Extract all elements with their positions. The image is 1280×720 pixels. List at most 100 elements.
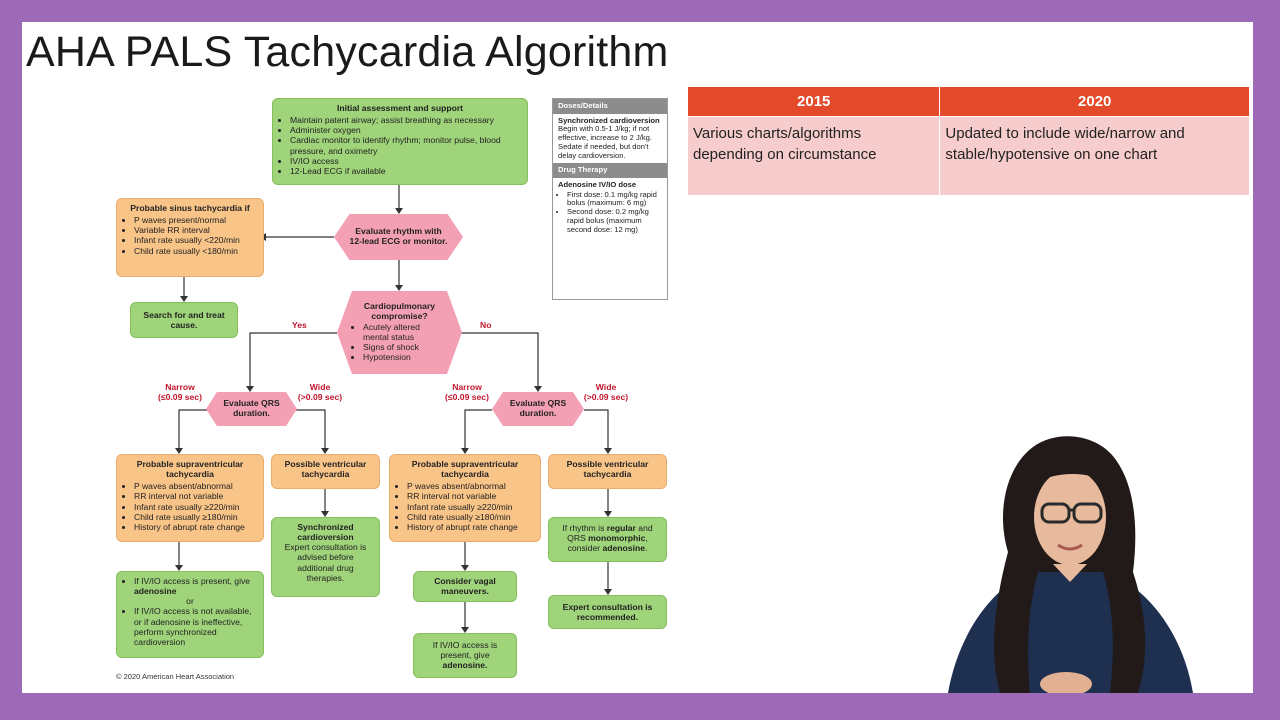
expert-consultation-box: Expert consultation is recommended. — [548, 595, 667, 629]
svt-item: History of abrupt rate change — [407, 522, 534, 532]
search-treat-text: Search for and treat cause. — [143, 310, 225, 331]
vt-text: Possible ventricular tachycardia — [566, 459, 649, 480]
svt-item: P waves absent/abnormal — [134, 481, 257, 491]
search-treat-box: Search for and treat cause. — [130, 302, 238, 338]
iv-left-or: or — [186, 596, 194, 607]
regular-p4: monomorphic — [588, 533, 646, 544]
vt-box-left: Possible ventricular tachycardia — [271, 454, 380, 489]
wide-value: (>0.09 sec) — [583, 391, 629, 402]
table-header-cell: 2020 — [939, 86, 1250, 117]
narrow-label-right: Narrow (≤0.09 sec) — [437, 382, 497, 403]
sync-dose-section: Synchronized cardioversion Begin with 0.… — [553, 114, 667, 164]
drug-therapy-header: Drug Therapy — [553, 163, 667, 179]
regular-monomorphic-box: If rhythm is regular and QRS monomorphic… — [548, 517, 667, 562]
no-label: No — [480, 320, 492, 330]
narrow-text: Narrow — [165, 382, 195, 392]
yes-label: Yes — [292, 320, 307, 330]
svt-item: Infant rate usually ≥220/min — [407, 502, 534, 512]
iv-mid-a: If IV/IO access is present, give — [432, 640, 498, 661]
svt-item: Infant rate usually ≥220/min — [134, 502, 257, 512]
evaluate-qrs-hexagon-left: Evaluate QRS duration. — [206, 392, 297, 426]
svt-item: Child rate usually ≥180/min — [407, 512, 534, 522]
initial-item: IV/IO access — [290, 156, 521, 166]
regular-p1: If rhythm is — [562, 523, 607, 533]
sync-dose-title: Synchronized cardioversion — [558, 115, 660, 125]
initial-item: Administer oxygen — [290, 125, 521, 135]
regular-p3: and QRS — [567, 523, 653, 544]
sync-title: Synchronized cardioversion — [297, 522, 354, 543]
sinus-item: Variable RR interval — [134, 225, 257, 235]
table-cell: Various charts/algorithms depending on c… — [686, 116, 941, 196]
iv-adenosine-box-left: If IV/IO access is present, give adenosi… — [116, 571, 264, 658]
sync-cardioversion-box: Synchronized cardioversion Expert consul… — [271, 517, 380, 597]
sync-dose-body: Begin with 0.5-1 J/kg; if not effective,… — [558, 124, 652, 160]
evaluate-rhythm-text: Evaluate rhythm with 12-lead ECG or moni… — [349, 226, 448, 246]
svt-box-left: Probable supraventricular tachycardia P … — [116, 454, 264, 542]
adenosine-section: Adenosine IV/IO dose First dose: 0.1 mg/… — [553, 178, 667, 237]
evaluate-qrs-text: Evaluate QRS duration. — [509, 398, 567, 418]
vt-box-right: Possible ventricular tachycardia — [548, 454, 667, 489]
iv-left-a1: If IV/IO access is present, give — [134, 576, 251, 586]
table-cell: Updated to include wide/narrow and stabl… — [939, 116, 1250, 196]
evaluate-qrs-text: Evaluate QRS duration. — [223, 398, 280, 418]
wide-text: Wide — [595, 382, 617, 392]
narrow-label-left: Narrow (≤0.09 sec) — [150, 382, 210, 403]
iv-left-a2: adenosine — [134, 586, 177, 597]
cardio-item: Hypotension — [363, 352, 446, 363]
svt-item: History of abrupt rate change — [134, 522, 257, 532]
initial-assessment-box: Initial assessment and support Maintain … — [272, 98, 528, 185]
table-header-row: 2015 2020 — [686, 86, 1250, 117]
svt-item: RR interval not variable — [134, 491, 257, 501]
adenosine-item: Second dose: 0.2 mg/kg rapid bolus (maxi… — [567, 207, 662, 234]
evaluate-qrs-hexagon-right: Evaluate QRS duration. — [492, 392, 584, 426]
table-row: Various charts/algorithms depending on c… — [686, 116, 1250, 196]
expert-text: Expert consultation is recommended. — [562, 602, 653, 623]
sinus-item: Child rate usually <180/min — [134, 246, 257, 256]
vt-text: Possible ventricular tachycardia — [284, 459, 367, 480]
initial-assessment-title: Initial assessment and support — [336, 103, 464, 113]
slide: AHA PALS Tachycardia Algorithm — [22, 22, 1253, 693]
comparison-table: 2015 2020 Various charts/algorithms depe… — [686, 86, 1250, 196]
adenosine-item: First dose: 0.1 mg/kg rapid bolus (maxim… — [567, 190, 662, 208]
sinus-item: Infant rate usually <220/min — [134, 235, 257, 245]
narrow-value: (≤0.09 sec) — [158, 391, 202, 402]
wide-label-left: Wide (>0.09 sec) — [292, 382, 348, 403]
copyright-text: © 2020 American Heart Association — [116, 672, 235, 681]
narrow-value: (≤0.09 sec) — [445, 391, 489, 402]
flowchart-connectors — [175, 185, 612, 633]
presenter-video — [948, 436, 1193, 693]
cardiopulmonary-hexagon: Cardiopulmonary compromise? Acutely alte… — [337, 291, 462, 374]
doses-header: Doses/Details — [553, 99, 667, 114]
slide-title: AHA PALS Tachycardia Algorithm — [26, 28, 669, 76]
cardio-item: Acutely altered mental status — [363, 322, 446, 343]
iv-adenosine-box-mid: If IV/IO access is present, give adenosi… — [413, 633, 517, 678]
regular-p6: adenosine — [602, 543, 645, 554]
vagal-maneuvers-box: Consider vagal maneuvers. — [413, 571, 517, 602]
regular-p7: . — [645, 543, 648, 554]
vagal-text: Consider vagal maneuvers. — [434, 576, 496, 597]
wide-text: Wide — [309, 382, 331, 392]
wide-value: (>0.09 sec) — [297, 391, 343, 402]
iv-left-item-a: If IV/IO access is present, give adenosi… — [134, 576, 257, 596]
iv-mid-b: adenosine. — [442, 660, 488, 671]
regular-p2: regular — [606, 523, 636, 533]
svt-item: RR interval not variable — [407, 491, 534, 501]
svt-title: Probable supraventricular tachycardia — [411, 459, 519, 480]
initial-item: Maintain patent airway; assist breathing… — [290, 115, 521, 125]
cardio-item: Signs of shock — [363, 342, 446, 353]
sinus-title: Probable sinus tachycardia if — [130, 203, 250, 213]
svt-box-right: Probable supraventricular tachycardia P … — [389, 454, 541, 542]
svt-title: Probable supraventricular tachycardia — [136, 459, 244, 480]
narrow-text: Narrow — [452, 382, 482, 392]
sinus-item: P waves present/normal — [134, 215, 257, 225]
svt-item: P waves absent/abnormal — [407, 481, 534, 491]
evaluate-rhythm-hexagon: Evaluate rhythm with 12-lead ECG or moni… — [334, 214, 463, 260]
sync-body: Expert consultation is advised before ad… — [284, 542, 367, 583]
cardio-title: Cardiopulmonary compromise? — [363, 301, 436, 322]
table-header-cell: 2015 — [686, 86, 941, 117]
sinus-tachycardia-box: Probable sinus tachycardia if P waves pr… — [116, 198, 264, 277]
doses-details-panel: Doses/Details Synchronized cardioversion… — [552, 98, 668, 300]
wide-label-right: Wide (>0.09 sec) — [578, 382, 634, 403]
initial-item: 12-Lead ECG if available — [290, 166, 521, 176]
adenosine-title: Adenosine IV/IO dose — [558, 180, 637, 190]
